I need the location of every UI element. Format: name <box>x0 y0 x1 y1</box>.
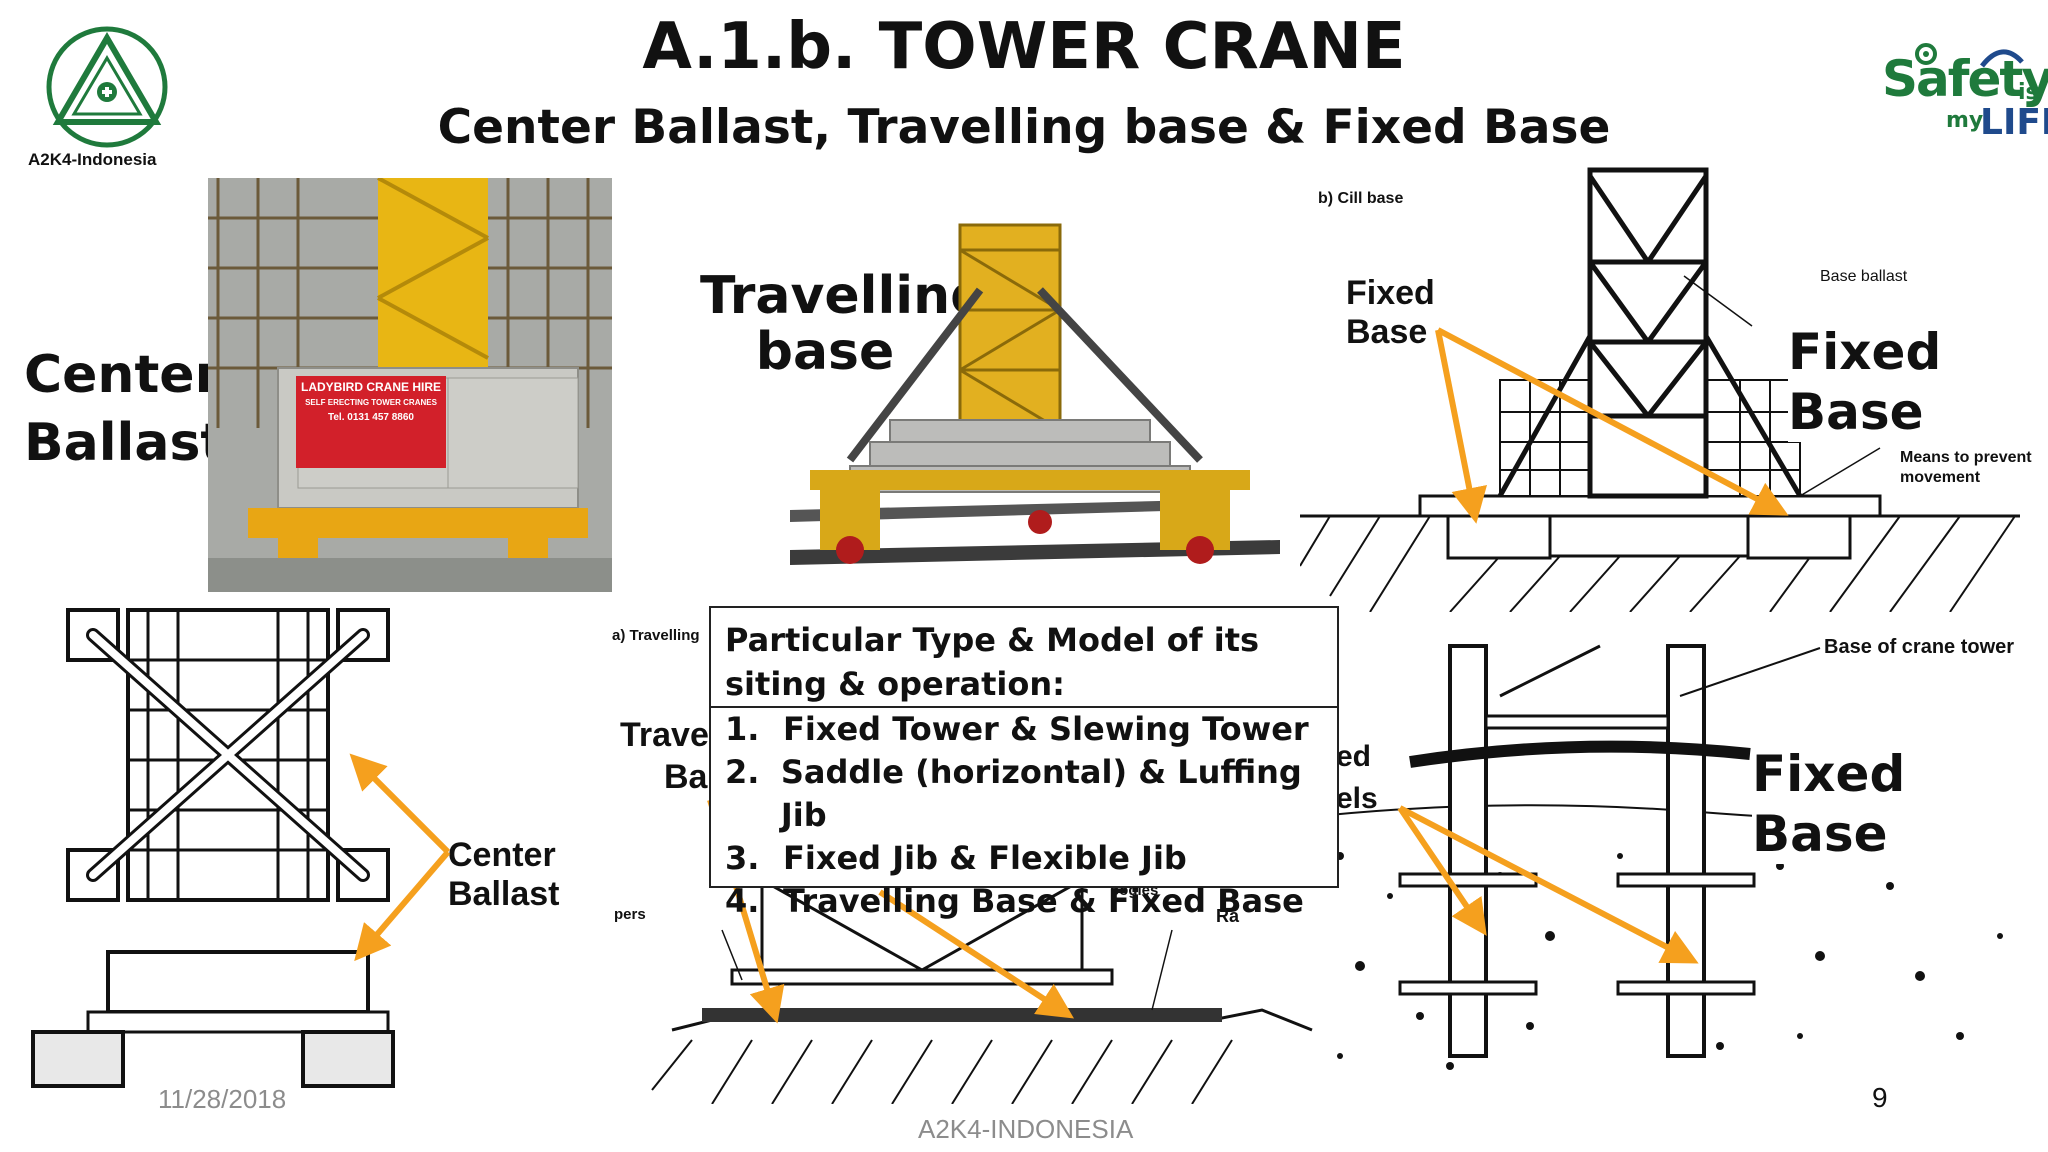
center-ballast-plan-drawing <box>31 608 395 1088</box>
org-logo <box>44 24 170 150</box>
slide-subtitle: Center Ballast, Travelling base & Fixed … <box>437 100 1611 155</box>
fixed-base-small-line2: Base <box>1346 313 1428 352</box>
means-to-prevent-line2: movement <box>1900 469 1981 486</box>
list-item-text: Saddle (horizontal) & Luffing Jib <box>780 753 1302 834</box>
list-item-number: 3. <box>725 839 760 877</box>
ba-fragment: Ba <box>664 758 708 796</box>
list-item-text: Travelling Base & Fixed Base <box>783 882 1304 920</box>
org-logo-emblem <box>46 26 168 148</box>
pers-fragment: pers <box>614 906 646 923</box>
brand-word-life: LIFE <box>1980 102 2048 143</box>
trave-fragment: Trave <box>620 716 709 754</box>
list-item: 4. Travelling Base & Fixed Base <box>725 880 1337 923</box>
pile-foundation-diagram <box>1300 644 2048 1070</box>
photo-sign-line3: Tel. 0131 457 8860 <box>328 412 414 423</box>
list-item: 2. Saddle (horizontal) & Luffing Jib <box>725 751 1337 837</box>
center-ballast-diagram-label: Center Ballast <box>448 836 560 914</box>
center-ballast-line2: Ballast <box>24 413 226 474</box>
travelling-base-label: Travelling base <box>700 266 988 382</box>
list-item-number: 2. <box>725 753 760 791</box>
fixed-base-piles-drawing <box>1300 636 2048 1096</box>
fixed-base-small-line1: Fixed <box>1346 274 1435 312</box>
center-ballast-diagram <box>28 600 448 1094</box>
brand-word-safety: Safety <box>1882 50 2048 108</box>
ed-fragment: ed <box>1336 740 1372 773</box>
siting-operation-info-box: Particular Type & Model of its siting & … <box>709 606 1339 920</box>
base-of-crane-tower-label: Base of crane tower <box>1824 636 2015 658</box>
ra-fragment: Ra <box>1216 906 1240 926</box>
footer-date: 11/28/2018 <box>158 1084 287 1114</box>
cill-base-caption: b) Cill base <box>1318 190 1404 207</box>
photo-sign-text: LADYBIRD CRANE HIRE SELF ERECTING TOWER … <box>300 380 442 425</box>
brand-word-my: my <box>1946 108 1984 133</box>
page-number: 9 <box>1872 1082 1888 1113</box>
travelling-base-illustration <box>780 210 1280 600</box>
fixed-base-small-label: Fixed Base <box>1346 274 1435 352</box>
fixed-base-label-top: Fixed Base <box>1788 322 2048 442</box>
fixed-base-label-bottom: Fixed Base <box>1752 744 2048 864</box>
center-ballast-diagram-line2: Ballast <box>448 875 560 914</box>
travelling-crane-drawing <box>790 223 1280 565</box>
footer-org: A2K4-INDONESIA <box>918 1114 1134 1144</box>
photo-sign-line2: SELF ERECTING TOWER CRANES <box>305 398 437 407</box>
travelling-caption: a) Travelling <box>612 627 700 644</box>
means-to-prevent-label: Means to prevent movement <box>1900 448 2032 488</box>
slide-title: A.1.b. TOWER CRANE <box>642 10 1406 84</box>
list-item-number: 4. <box>725 882 760 920</box>
list-item: 1. Fixed Tower & Slewing Tower <box>725 708 1337 751</box>
list-item: 3. Fixed Jib & Flexible Jib <box>725 837 1337 880</box>
list-item-number: 1. <box>725 710 760 748</box>
els-fragment: els <box>1336 782 1378 815</box>
travelling-base-line1: Travelling <box>700 266 988 326</box>
info-box-heading: Particular Type & Model of its siting & … <box>711 608 1337 708</box>
means-to-prevent-line1: Means to prevent <box>1900 449 2032 466</box>
org-label: A2K4-Indonesia <box>28 150 157 169</box>
photo-sign-line1: LADYBIRD CRANE HIRE <box>300 380 441 394</box>
center-ballast-label: Center Ballast <box>24 344 225 475</box>
base-ballast-label: Base ballast <box>1820 268 1908 285</box>
center-ballast-photo: LADYBIRD CRANE HIRE SELF ERECTING TOWER … <box>208 178 612 592</box>
list-item-text: Fixed Jib & Flexible Jib <box>783 839 1187 877</box>
brand-word-is: is <box>2018 80 2039 105</box>
gear-icon <box>1915 43 2024 68</box>
travelling-base-line2: base <box>755 322 895 382</box>
center-ballast-diagram-line1: Center <box>448 836 556 874</box>
crane-ballast-photo-illustration <box>208 178 612 592</box>
safety-brand-logo: Safety is my LIFE <box>1882 36 2048 148</box>
info-box-list: 1. Fixed Tower & Slewing Tower 2. Saddle (… <box>711 708 1337 923</box>
list-item-text: Fixed Tower & Slewing Tower <box>783 710 1309 748</box>
center-ballast-line1: Center <box>24 345 221 405</box>
